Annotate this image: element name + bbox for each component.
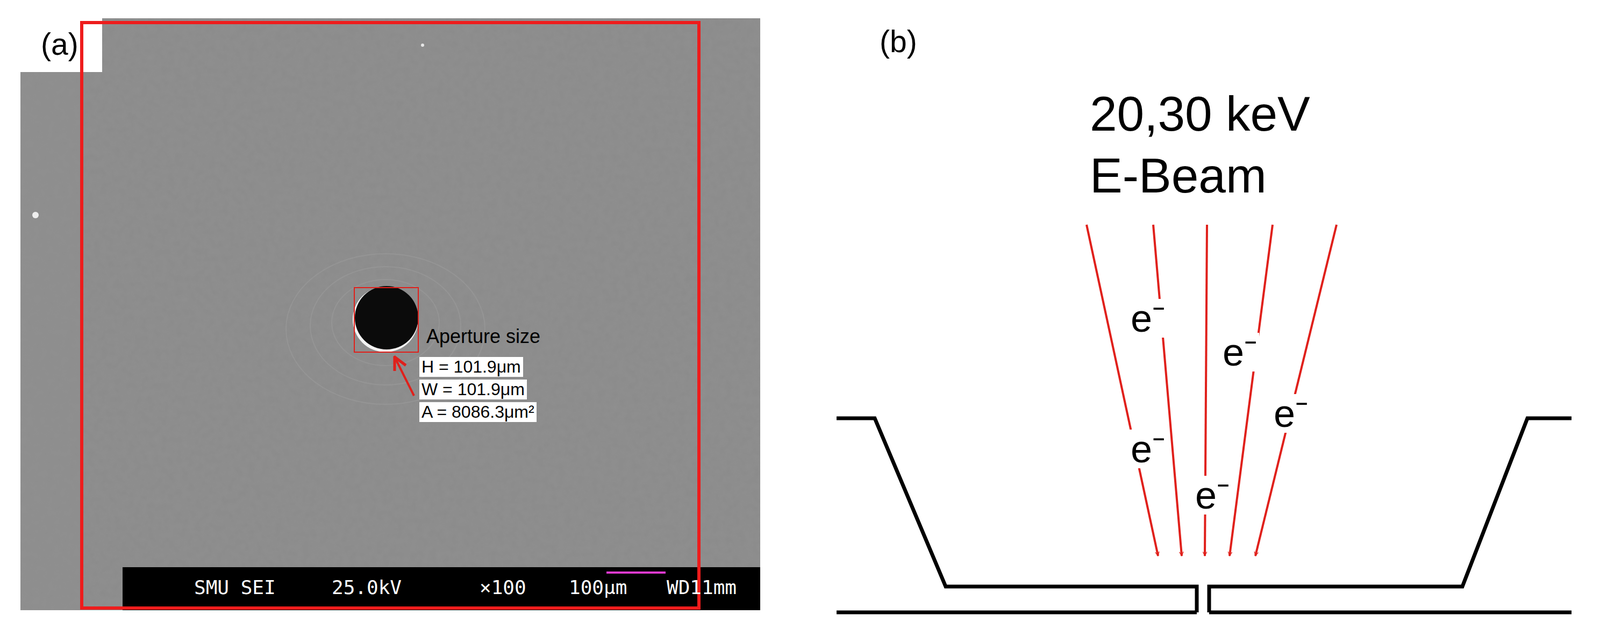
electron-symbol: e⁻ xyxy=(1193,475,1232,515)
sem-info-bar xyxy=(122,567,761,611)
sem-texture xyxy=(20,18,761,611)
electron-beam xyxy=(1086,224,1337,556)
scale-label: 100μm xyxy=(568,576,627,599)
panel-label: (b) xyxy=(879,24,918,60)
beam-ray xyxy=(1229,224,1273,556)
electron-symbol: e⁻ xyxy=(1128,429,1168,469)
sem-edge-strip xyxy=(20,18,82,611)
sem-info: SMU SEI xyxy=(194,576,276,599)
annotation-title: Aperture size xyxy=(426,325,541,348)
dust-speck xyxy=(420,43,425,47)
dust-speck xyxy=(32,211,39,219)
electron-symbol: e⁻ xyxy=(1220,332,1260,372)
sem-info: ×100 xyxy=(479,576,527,599)
sem-info: WD11mm xyxy=(666,576,737,599)
aperture-rim xyxy=(352,286,419,353)
measurement: W = 101.9μm xyxy=(419,379,527,400)
measurement: A = 8086.3μm² xyxy=(419,402,537,423)
beam-ray xyxy=(1255,224,1337,556)
leader-arrow xyxy=(394,356,414,396)
beam-energy: 20,30 keV xyxy=(1089,86,1311,143)
scale-bar xyxy=(606,571,666,574)
beam-label: E-Beam xyxy=(1089,147,1267,205)
beam-ray xyxy=(1086,224,1159,556)
electron-symbol: e⁻ xyxy=(1128,298,1168,338)
measure-box xyxy=(354,287,419,353)
beam-ray xyxy=(1153,224,1182,556)
panel-label-patch xyxy=(20,18,103,73)
measurement: H = 101.9μm xyxy=(419,356,524,377)
aperture-hole xyxy=(354,286,419,350)
sem-image xyxy=(20,18,761,611)
panel-label: (a) xyxy=(40,26,79,63)
electron-symbol: e⁻ xyxy=(1271,394,1311,433)
sem-info: 25.0kV xyxy=(331,576,402,599)
region-frame xyxy=(81,22,699,609)
